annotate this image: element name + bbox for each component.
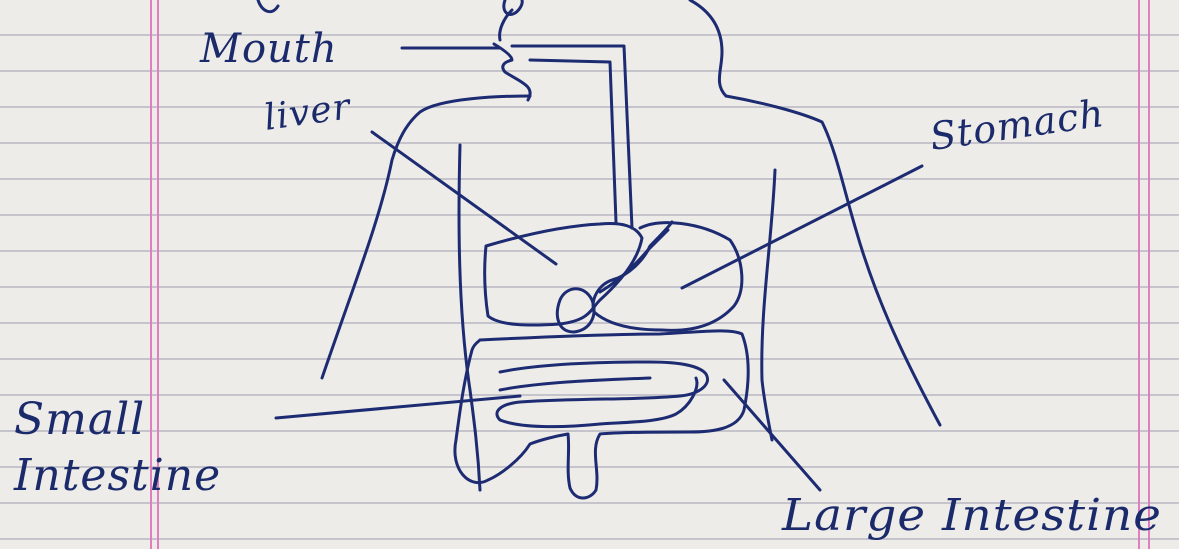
- small-intestine-shape: [497, 362, 708, 427]
- label-small-intestine-line1: Small: [14, 394, 145, 445]
- torso-outline: [322, 96, 940, 425]
- small-intestine-leader-line: [276, 396, 520, 418]
- label-mouth: Mouth: [199, 26, 338, 72]
- liver-shape: [485, 224, 642, 326]
- mouth-outline: [494, 44, 530, 100]
- head-outline: [500, 0, 726, 96]
- label-small-intestine-line2: Intestine: [13, 450, 221, 501]
- liver-leader-line: [372, 132, 556, 264]
- stomach-shape: [593, 222, 742, 330]
- arm-inner-right: [762, 170, 775, 440]
- top-scribble: [258, 0, 522, 14]
- gall-bladder: [557, 289, 594, 332]
- oesophagus: [512, 46, 632, 228]
- label-large-intestine: Large Intestine: [781, 490, 1162, 541]
- stomach-leader-line: [682, 166, 922, 288]
- large-intestine-shape: [455, 331, 748, 498]
- large-intestine-leader-line: [724, 380, 820, 490]
- label-liver: liver: [262, 86, 355, 139]
- label-stomach: Stomach: [927, 91, 1107, 159]
